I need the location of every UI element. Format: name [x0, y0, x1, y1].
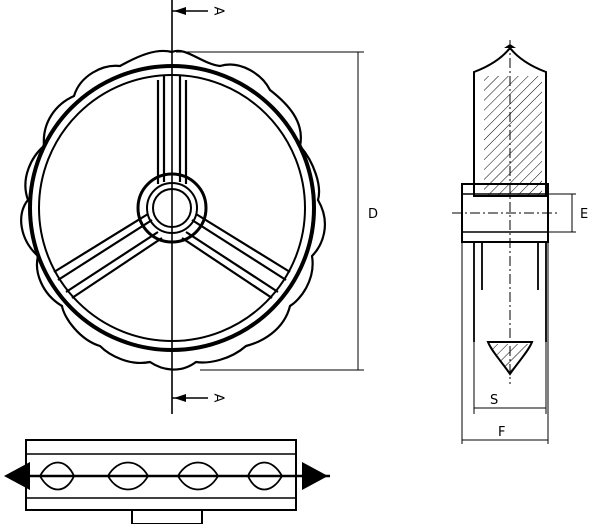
dimension-label-f: F — [498, 425, 505, 440]
spoke-top — [156, 76, 188, 184]
edge-lobe-3 — [176, 461, 220, 491]
scalloped-outer-rim — [20, 49, 326, 371]
rim-section-top — [473, 46, 547, 197]
section-label-top: A — [211, 7, 226, 16]
edge-lobe-1 — [38, 461, 75, 491]
rim-section-top-hatch — [484, 76, 542, 196]
edge-view — [4, 439, 330, 524]
edge-right-tip — [302, 462, 328, 490]
spoke-section-body — [473, 242, 547, 342]
rim-section-bottom-hatch — [490, 344, 530, 372]
section-arrow-bottom-head — [174, 394, 186, 402]
section-arrow-top-head — [174, 7, 186, 15]
spoke-lower-left — [53, 213, 163, 299]
spoke-lower-right — [181, 213, 291, 299]
edge-lobe-4 — [247, 461, 284, 491]
edge-hub-stub — [131, 509, 203, 524]
edge-lobe-2 — [106, 461, 150, 491]
section-label-bottom: A — [211, 394, 226, 403]
dimension-label-e: E — [580, 207, 588, 222]
dimension-label-s: S — [490, 393, 498, 408]
front-view — [20, 0, 364, 414]
section-view — [452, 40, 576, 444]
dimension-label-d: D — [368, 207, 378, 222]
edge-left-tip — [4, 462, 30, 490]
